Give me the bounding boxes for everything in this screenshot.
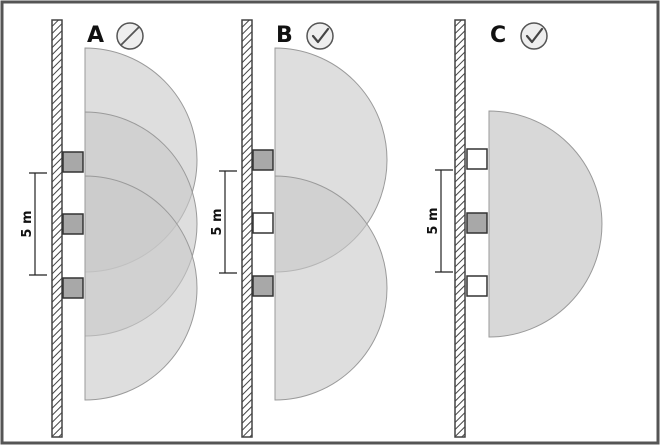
coverage-zone	[488, 110, 603, 338]
panel-label: C	[490, 23, 506, 48]
panel-c: 5 m C	[426, 19, 603, 438]
sensor	[466, 275, 488, 297]
prohibited-icon	[116, 22, 144, 50]
panel-label: A	[87, 23, 104, 48]
checkmark-icon	[306, 22, 334, 50]
sensor	[466, 212, 488, 234]
coverage-zone	[84, 175, 198, 401]
distance-label: 5 m	[426, 207, 441, 234]
panel-a: 5 m A	[20, 19, 198, 438]
sensor	[62, 277, 84, 299]
sensor	[252, 275, 274, 297]
sensor	[252, 212, 274, 234]
checkmark-icon	[520, 22, 548, 50]
panel-b: 5 m B	[210, 19, 388, 438]
distance-dimension: 5 m	[20, 172, 47, 276]
wall	[51, 19, 63, 438]
coverage-zones	[84, 47, 198, 401]
distance-dimension: 5 m	[426, 169, 453, 273]
sensor	[466, 148, 488, 170]
wall	[454, 19, 466, 438]
coverage-zones	[274, 47, 388, 401]
distance-label: 5 m	[210, 208, 225, 235]
panel-label: B	[276, 23, 293, 48]
distance-dimension: 5 m	[210, 170, 237, 274]
sensor	[62, 151, 84, 173]
coverage-zones	[488, 110, 603, 338]
distance-label: 5 m	[20, 210, 35, 237]
coverage-zone	[274, 175, 388, 401]
sensor	[252, 149, 274, 171]
sensor	[62, 213, 84, 235]
wall	[241, 19, 253, 438]
